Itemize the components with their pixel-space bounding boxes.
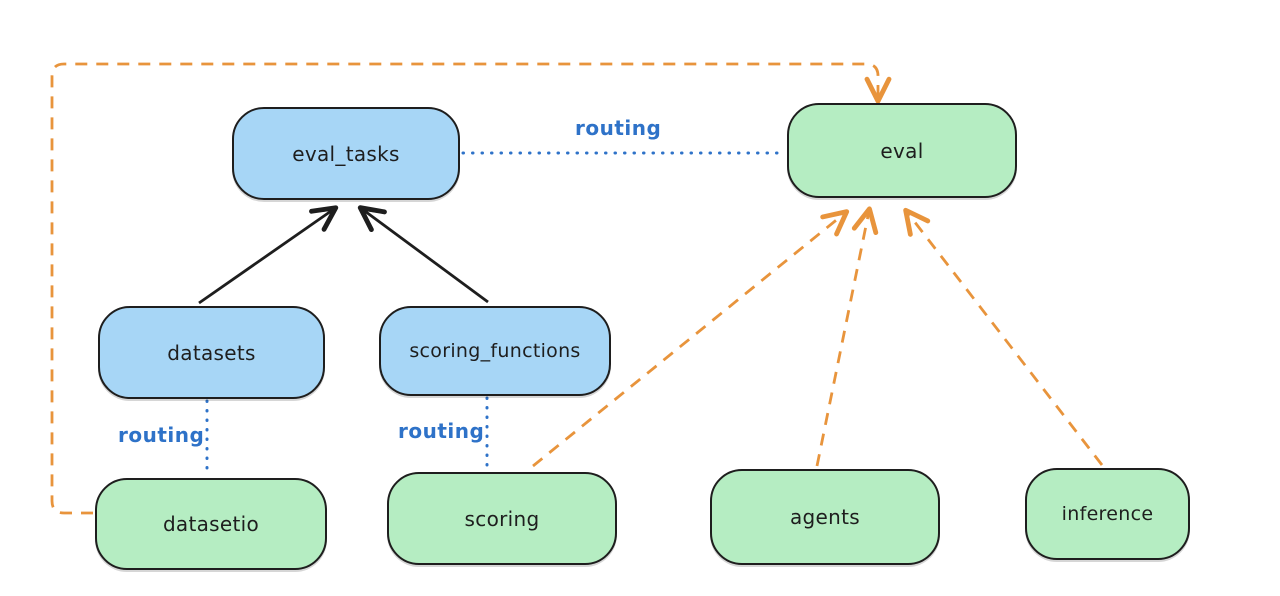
node-datasets: datasets — [98, 306, 325, 399]
node-datasetio: datasetio — [95, 478, 327, 570]
edge-datasetio-to-eval — [50, 62, 892, 515]
node-scoring-functions: scoring_functions — [379, 306, 611, 396]
edge-agents-to-eval — [815, 206, 879, 467]
node-scoring-functions-label: scoring_functions — [409, 340, 581, 362]
node-inference-label: inference — [1061, 503, 1154, 525]
node-inference: inference — [1025, 468, 1190, 560]
node-eval-tasks-label: eval_tasks — [292, 141, 400, 166]
node-scoring: scoring — [387, 472, 617, 565]
node-scoring-label: scoring — [464, 506, 540, 531]
node-agents: agents — [710, 469, 940, 565]
node-datasetio-label: datasetio — [162, 512, 260, 536]
edge-label-routing-top: routing — [575, 116, 662, 140]
node-eval: eval — [787, 103, 1017, 198]
node-eval-label: eval — [880, 138, 924, 163]
edge-scoring-functions-to-eval-tasks — [357, 205, 489, 304]
node-eval-tasks: eval_tasks — [232, 107, 460, 200]
edge-datasets-to-eval-tasks — [198, 205, 339, 305]
edge-label-routing-left: routing — [118, 423, 205, 447]
edge-scoring-to-eval — [532, 209, 850, 468]
node-agents-label: agents — [790, 505, 860, 529]
edge-label-routing-mid: routing — [398, 419, 485, 443]
node-datasets-label: datasets — [167, 340, 256, 365]
edge-inference-to-eval — [903, 207, 1104, 466]
